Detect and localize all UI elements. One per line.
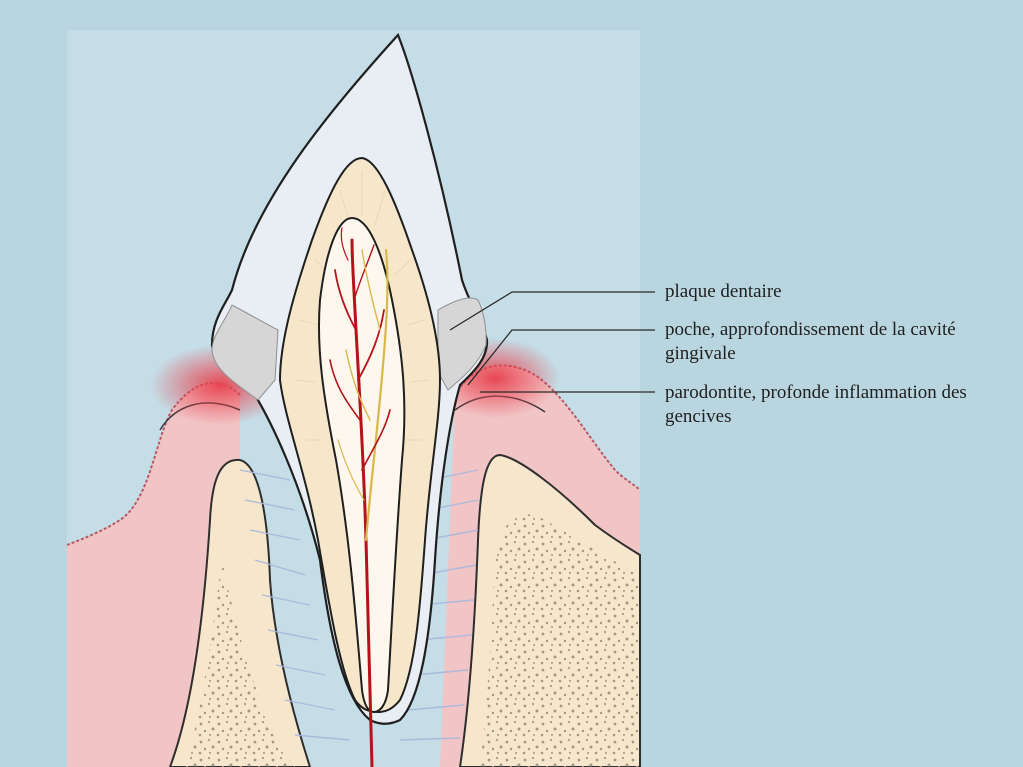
callout-line-poche <box>467 329 655 386</box>
label-parodontite: parodontite, profonde inflammation des g… <box>665 382 967 427</box>
plaque-right <box>437 297 487 391</box>
label-plaque-dentaire: plaque dentaire <box>665 281 782 302</box>
gum-outline-left <box>66 382 241 546</box>
bone-right-speckle <box>480 514 640 767</box>
pulp-nerves <box>329 227 391 767</box>
label-poche: poche, approfondissement de la cavité gi… <box>665 319 956 364</box>
bone-left-speckle <box>185 560 295 767</box>
callout-line-plaque <box>449 291 655 331</box>
plaque-left <box>211 304 279 401</box>
